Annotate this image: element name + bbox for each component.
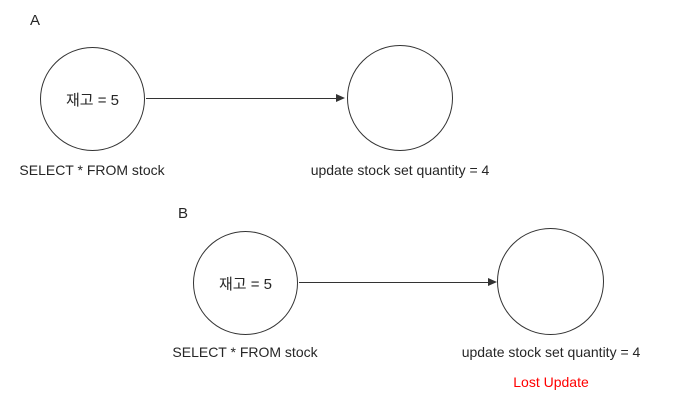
section-b-stock-value-text: 재고 = 5 — [218, 275, 273, 293]
section-b-label: B — [178, 205, 189, 222]
section-b-arrow — [299, 278, 497, 286]
section-a-arrow-line — [146, 97, 336, 99]
section-a-target-node — [347, 45, 453, 151]
section-a-arrowhead-icon — [336, 94, 345, 102]
section-a-stock-value-text: 재고 = 5 — [65, 91, 120, 109]
section-a-arrow — [146, 94, 345, 102]
section-b-select-caption: SELECT * FROM stock — [172, 344, 318, 360]
section-b-target-node — [497, 228, 604, 335]
section-a-source-node: 재고 = 5 — [40, 47, 145, 151]
lost-update-annotation: Lost Update — [513, 374, 589, 390]
section-a-select-caption: SELECT * FROM stock — [19, 162, 165, 178]
section-a-update-caption: update stock set quantity = 4 — [310, 162, 490, 178]
section-b-update-caption: update stock set quantity = 4 — [461, 344, 641, 360]
section-a-label: A — [30, 12, 41, 29]
section-b-source-node: 재고 = 5 — [193, 231, 298, 335]
section-b-arrowhead-icon — [488, 278, 497, 286]
section-b-arrow-line — [299, 281, 488, 283]
